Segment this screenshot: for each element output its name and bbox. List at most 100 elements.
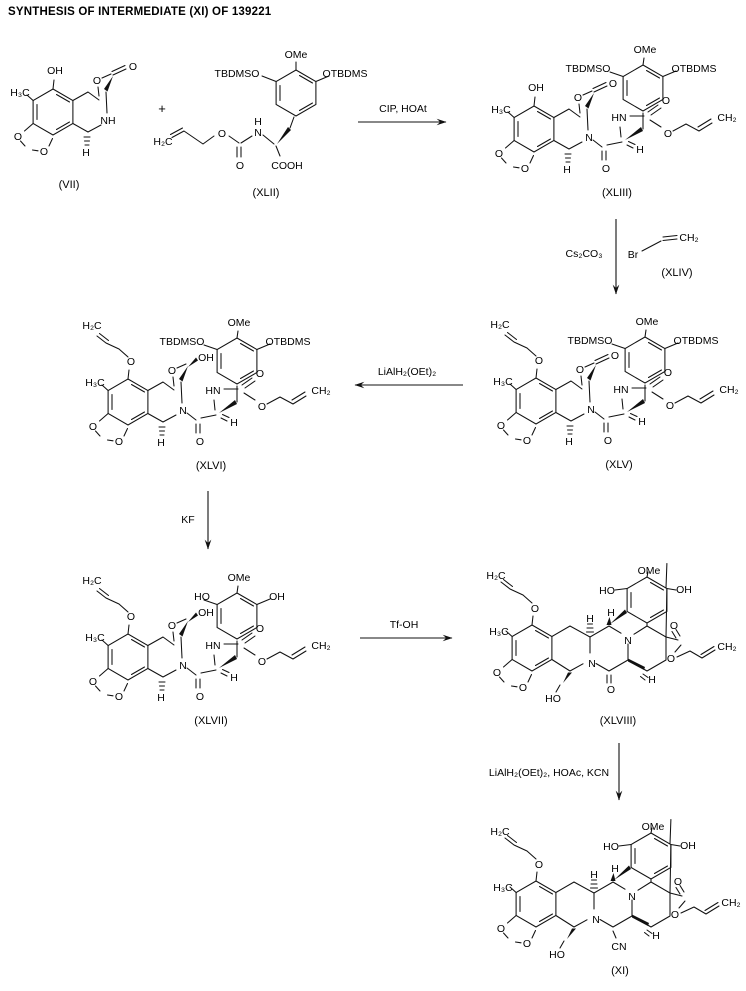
structure-label-xlv: (XLV) (605, 459, 632, 471)
structure-xlii: OMe TBDMSO OTBDMS H₂C O H N O COOH (XLII… (153, 49, 367, 199)
atom-cooh: COOH (271, 160, 303, 172)
structure-vii: OH H₃C O O NH O O H (VII) (10, 61, 137, 191)
atom-nh: NH (100, 115, 115, 127)
atom-o: O (664, 367, 672, 379)
atom-n: N (592, 914, 600, 926)
atom-h: H (607, 607, 615, 619)
atom-o: O (666, 400, 674, 412)
atom-h: H (638, 416, 646, 428)
atom-tbdmso: TBDMSO (160, 336, 205, 348)
atom-o: O (258, 401, 266, 413)
atom-h: H (82, 147, 90, 159)
reagent-lialh2oet2: LiAlH₂(OEt)₂ (378, 366, 436, 378)
atom-h3c: H₃C (493, 376, 513, 388)
reagent-kf: KF (181, 514, 194, 526)
atom-ome: OMe (285, 49, 308, 61)
atom-o: O (93, 75, 101, 87)
atom-o: O (609, 78, 617, 90)
structure-label-xlii: (XLII) (253, 187, 280, 199)
atom-o: O (14, 131, 22, 143)
atom-h: H (230, 417, 238, 429)
structure-xlv: O H₂C H₃C O O N O O H O OMe TBDMSO OTBDM… (490, 316, 738, 471)
atom-o: O (535, 859, 543, 871)
atom-oh: OH (528, 82, 544, 94)
atom-h3c: H₃C (493, 882, 513, 894)
atom-o: O (196, 436, 204, 448)
atom-o: O (89, 421, 97, 433)
reagent-lialh2-hoac-kcn: LiAlH₂(OEt)₂, HOAc, KCN (489, 767, 609, 779)
atom-o: O (256, 368, 264, 380)
atom-o: O (115, 436, 123, 448)
structure-label-vii: (VII) (59, 179, 80, 191)
atom-ome: OMe (636, 316, 659, 328)
structure-xlvi: O H₂C H₃C O OH N O O H O OMe TBDMSO OTBD… (82, 317, 330, 472)
atom-o: O (519, 682, 527, 694)
atom-ome: OMe (228, 572, 251, 584)
atom-o: O (168, 620, 176, 632)
atom-o: O (493, 667, 501, 679)
atom-o: O (602, 163, 610, 175)
atom-h: H (157, 437, 165, 449)
atom-o: O (495, 148, 503, 160)
atom-o: O (115, 691, 123, 703)
atom-h2c: H₂C (82, 320, 102, 332)
atom-ch2: CH₂ (679, 232, 698, 244)
atom-o: O (497, 923, 505, 935)
atom-ho: HO (545, 693, 561, 705)
atom-o: O (521, 163, 529, 175)
atom-oh: OH (198, 352, 214, 364)
atom-h3c: H₃C (85, 377, 105, 389)
structure-label-xliv: (XLIV) (661, 267, 692, 279)
structure-xi: H₂C O H₃C O O HO N N H H H CN HO OMe OH … (490, 820, 741, 977)
atom-otbdms: OTBDMS (672, 63, 717, 75)
page-title: SYNTHESIS OF INTERMEDIATE (XI) OF 139221 (8, 6, 272, 18)
atom-o: O (604, 435, 612, 447)
atom-oh: OH (198, 607, 214, 619)
atom-o: O (574, 92, 582, 104)
plus-sign: + (158, 101, 166, 116)
atom-n: N (179, 405, 187, 417)
atom-otbdms: OTBDMS (323, 68, 368, 80)
atom-o: O (127, 611, 135, 623)
structure-label-xi: (XI) (611, 965, 629, 977)
atom-o: O (523, 435, 531, 447)
atom-ch2: CH₂ (717, 112, 736, 124)
atom-ho: HO (603, 841, 619, 853)
atom-tbdmso: TBDMSO (568, 335, 613, 347)
atom-o: O (196, 691, 204, 703)
atom-n: N (254, 127, 262, 139)
atom-h: H (254, 116, 262, 128)
atom-o: O (611, 350, 619, 362)
atom-hn: HN (205, 385, 220, 397)
atom-oh: OH (680, 840, 696, 852)
atom-o: O (674, 876, 682, 888)
atom-h3c: H₃C (491, 104, 511, 116)
reaction-arrow-2: Cs₂CO₃ Br CH₂ (XLIV) (566, 219, 699, 295)
atom-hn: HN (611, 112, 626, 124)
atom-n: N (624, 635, 632, 647)
atom-oh: OH (676, 584, 692, 596)
atom-o: O (670, 620, 678, 632)
reaction-arrow-5: Tf-OH (360, 619, 453, 642)
atom-hn: HN (205, 640, 220, 652)
atom-h: H (652, 930, 660, 942)
atom-hn: HN (613, 384, 628, 396)
atom-ome: OMe (638, 565, 661, 577)
atom-tbdmso: TBDMSO (215, 68, 260, 80)
atom-n: N (628, 891, 636, 903)
reaction-arrow-1: CIP, HOAt (358, 103, 447, 126)
structure-label-xliii: (XLIII) (602, 187, 632, 199)
atom-h: H (565, 436, 573, 448)
atom-h: H (230, 672, 238, 684)
atom-h: H (563, 164, 571, 176)
atom-o: O (89, 676, 97, 688)
atom-tbdmso: TBDMSO (566, 63, 611, 75)
atom-n: N (585, 132, 593, 144)
atom-ho: HO (194, 591, 210, 603)
atom-h: H (648, 674, 656, 686)
atom-o: O (607, 684, 615, 696)
atom-ch2: CH₂ (717, 641, 736, 653)
reaction-arrow-4: KF (181, 491, 212, 550)
atom-h2c: H₂C (486, 570, 506, 582)
